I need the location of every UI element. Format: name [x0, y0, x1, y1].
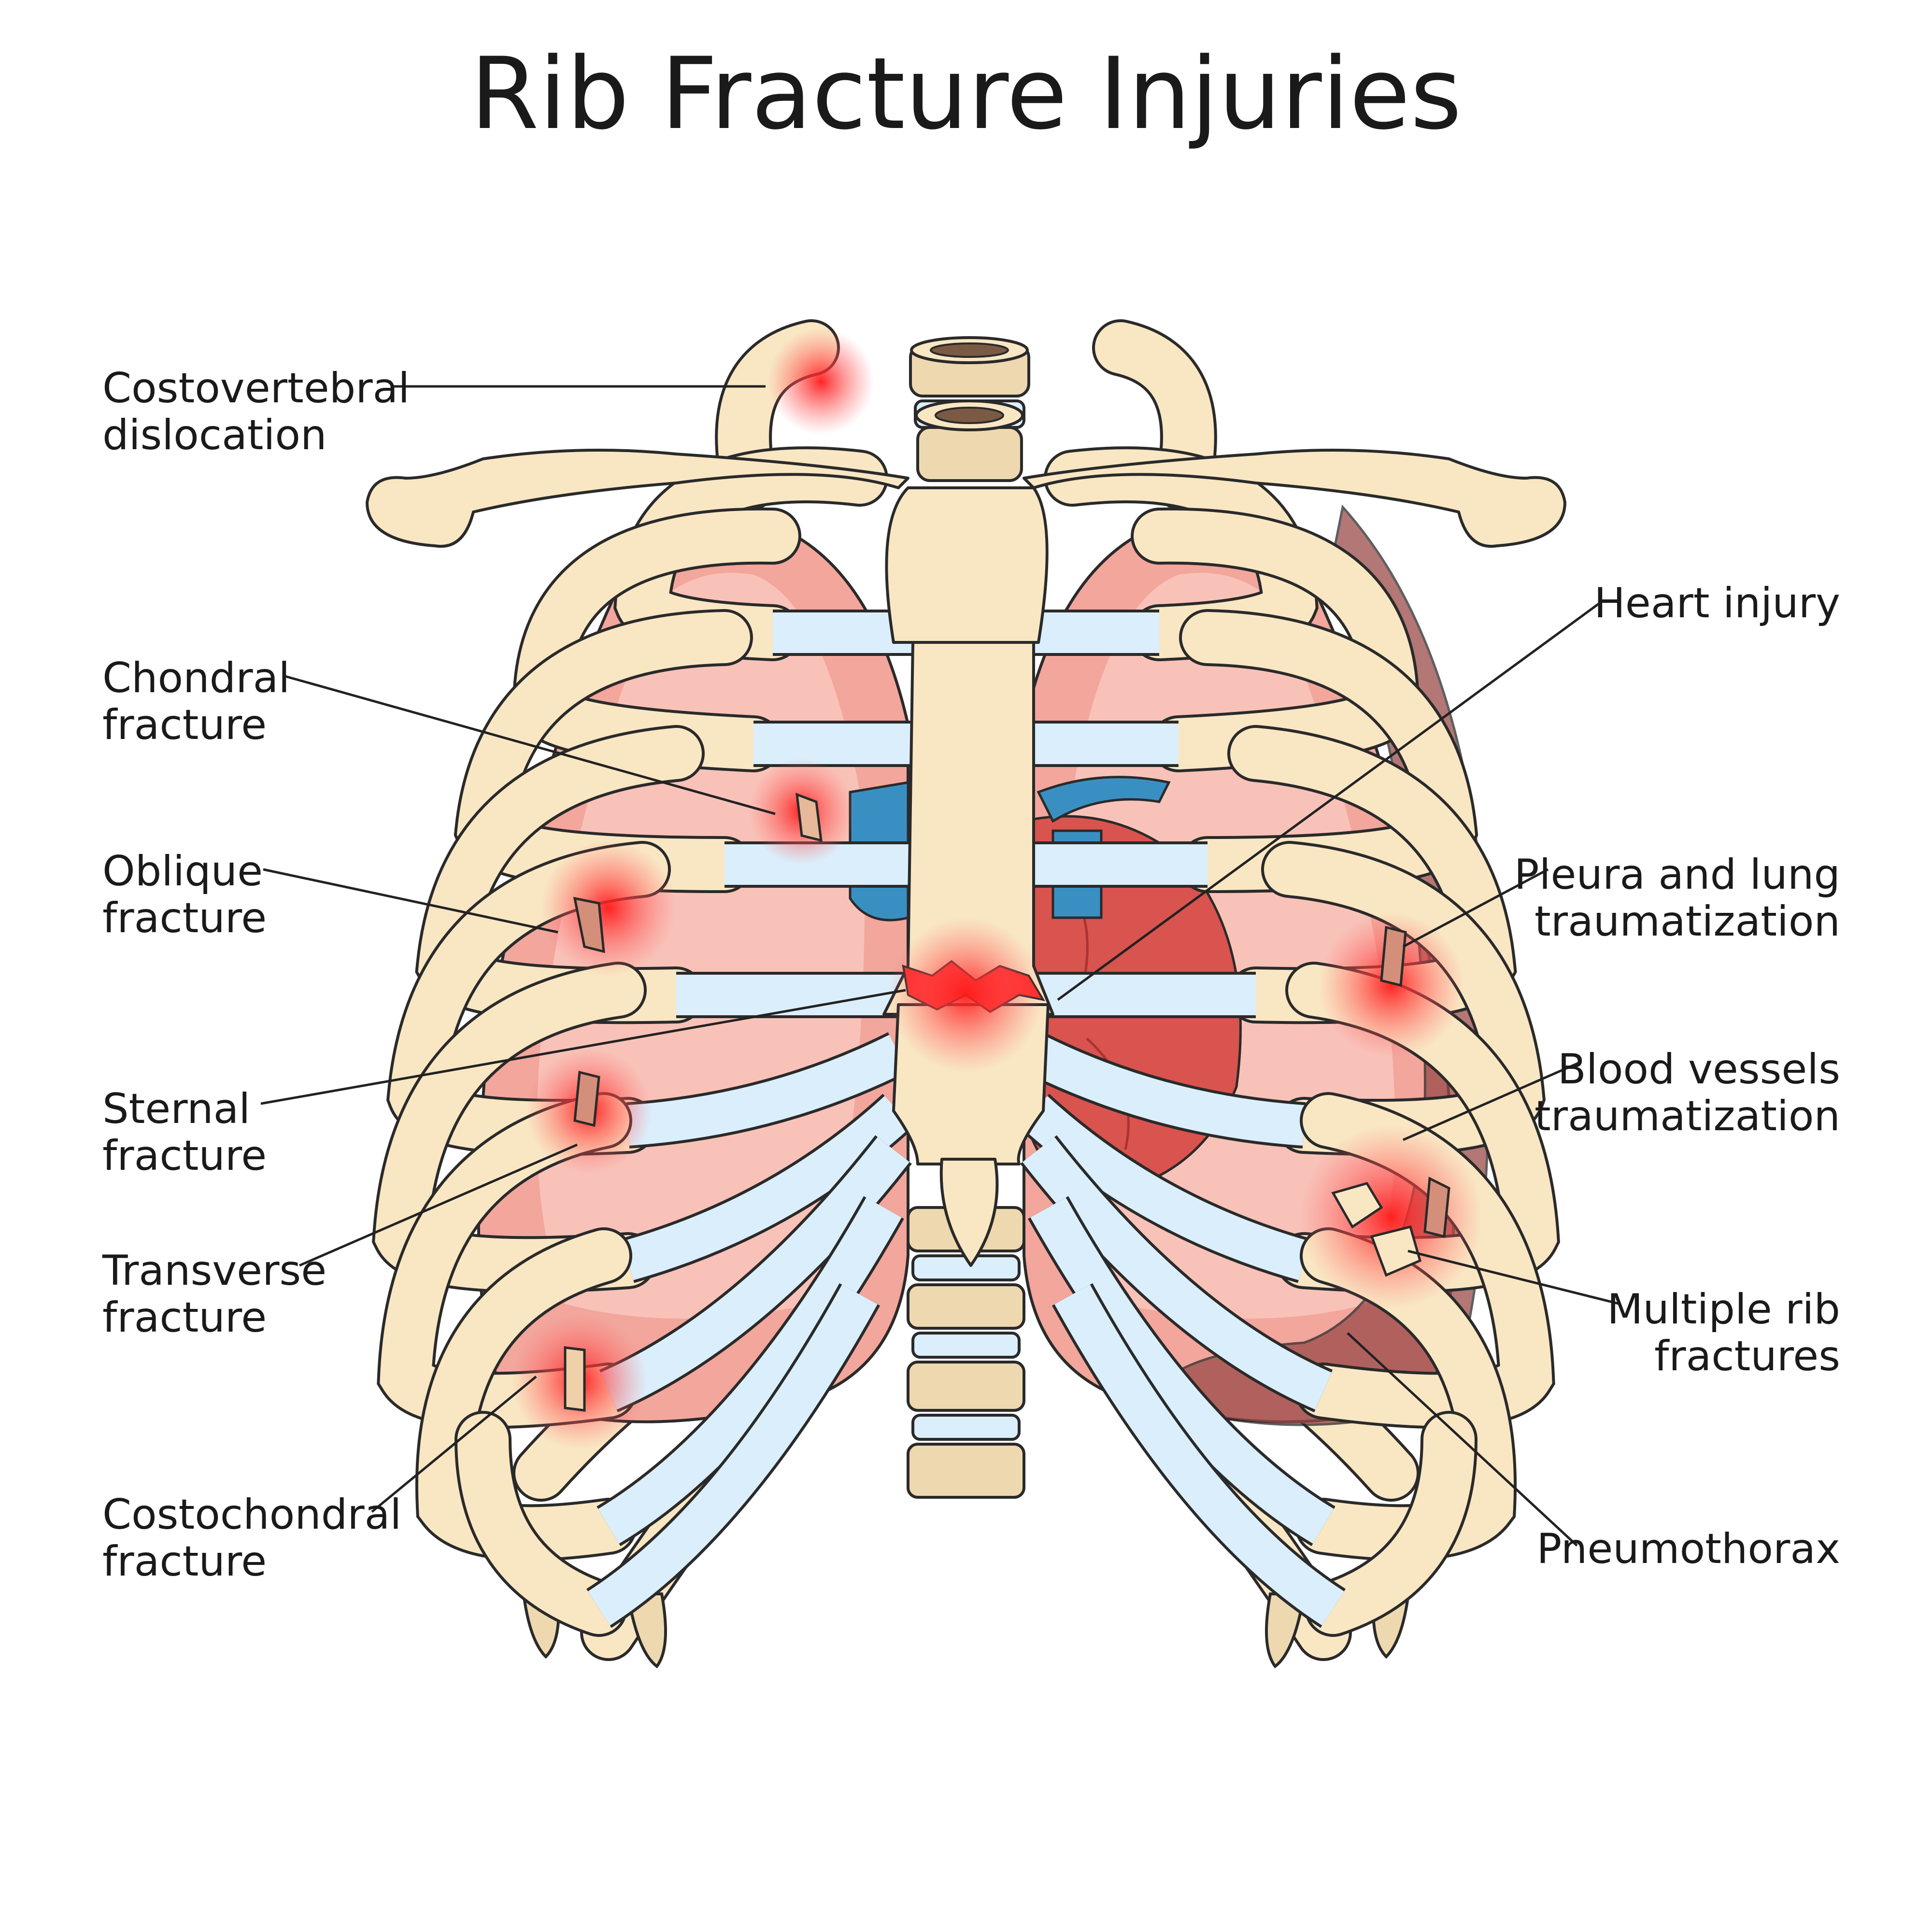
labels-left: Costovertebral dislocation Chondral frac…: [102, 364, 410, 1586]
label-costochondral-line1: Costochondral: [102, 1491, 401, 1539]
labels-right: Heart injury Pleura and lung traumatizat…: [1514, 579, 1840, 1573]
glow-pleura: [1319, 913, 1463, 1058]
leader-transverse: [299, 1143, 578, 1267]
leader-sternal: [260, 989, 906, 1105]
manubrium: [885, 486, 1049, 644]
glow-sternal: [889, 918, 1043, 1072]
cervical-vertebrae: [909, 336, 1030, 482]
leader-chondral: [284, 675, 776, 815]
pleura-break: [1380, 925, 1407, 987]
label-vessels-line2: traumatization: [1534, 1092, 1840, 1140]
label-pleura-line2: traumatization: [1534, 897, 1840, 946]
clavicle-right: [1023, 449, 1566, 548]
leader-lines: [260, 385, 1621, 1547]
label-chondral-line1: Chondral: [102, 654, 290, 702]
glow-multiple: [1299, 1125, 1483, 1309]
multiple-fragment-1: [1331, 1182, 1383, 1229]
pulmonary-vessel: [1037, 776, 1171, 823]
label-multiple-line1: Multiple rib: [1607, 1285, 1840, 1334]
fracture-marks: [564, 793, 1450, 1412]
clavicles: [366, 449, 1566, 548]
transverse-break: [573, 1070, 600, 1127]
glow-costovertebral: [768, 328, 874, 435]
multiple-fragment-2: [1370, 1225, 1422, 1277]
label-sternal-line1: Sternal: [102, 1085, 250, 1133]
label-pleura-line1: Pleura and lung: [1514, 851, 1840, 899]
chondral-break: [796, 793, 823, 842]
leader-oblique: [263, 868, 558, 934]
label-vessels-line1: Blood vessels: [1558, 1045, 1840, 1094]
label-oblique-line1: Oblique: [102, 847, 263, 895]
thoracic-spine: [907, 1206, 1025, 1499]
leader-pneumothorax: [1347, 1332, 1578, 1547]
label-costovertebral-line2: dislocation: [102, 411, 327, 459]
label-chondral-line2: fracture: [102, 701, 267, 749]
label-costochondral-line2: fracture: [102, 1537, 267, 1586]
label-multiple-line2: fractures: [1654, 1332, 1840, 1380]
xiphoid: [939, 1158, 999, 1267]
leader-costochondral: [371, 1376, 537, 1513]
label-transverse-line2: fracture: [102, 1293, 267, 1342]
floating-rib-tip-left-2: [626, 1592, 667, 1669]
leader-heart: [1057, 602, 1600, 1001]
label-sternal-line2: fracture: [102, 1132, 267, 1180]
label-costovertebral-line1: Costovertebral: [102, 364, 410, 412]
label-oblique-line2: fracture: [102, 894, 267, 942]
label-transverse-line1: Transverse: [102, 1247, 327, 1295]
costochondral-break: [564, 1346, 586, 1412]
leader-vessels: [1402, 1061, 1580, 1141]
oblique-break: [573, 896, 605, 953]
label-pneumothorax: Pneumothorax: [1537, 1525, 1840, 1573]
clavicle-left: [366, 449, 909, 548]
glow-oblique: [541, 840, 676, 976]
diagram-title: Rib Fracture Injuries: [470, 37, 1462, 152]
floating-rib-tip-right-2: [1265, 1592, 1306, 1669]
injury-highlights: [512, 328, 1483, 1449]
ribcage-illustration: [366, 319, 1566, 1669]
leader-pleura: [1402, 868, 1549, 948]
leader-multiple: [1407, 1250, 1621, 1306]
label-heart-injury: Heart injury: [1594, 579, 1840, 627]
multiple-fragment-3: [1423, 1177, 1450, 1238]
